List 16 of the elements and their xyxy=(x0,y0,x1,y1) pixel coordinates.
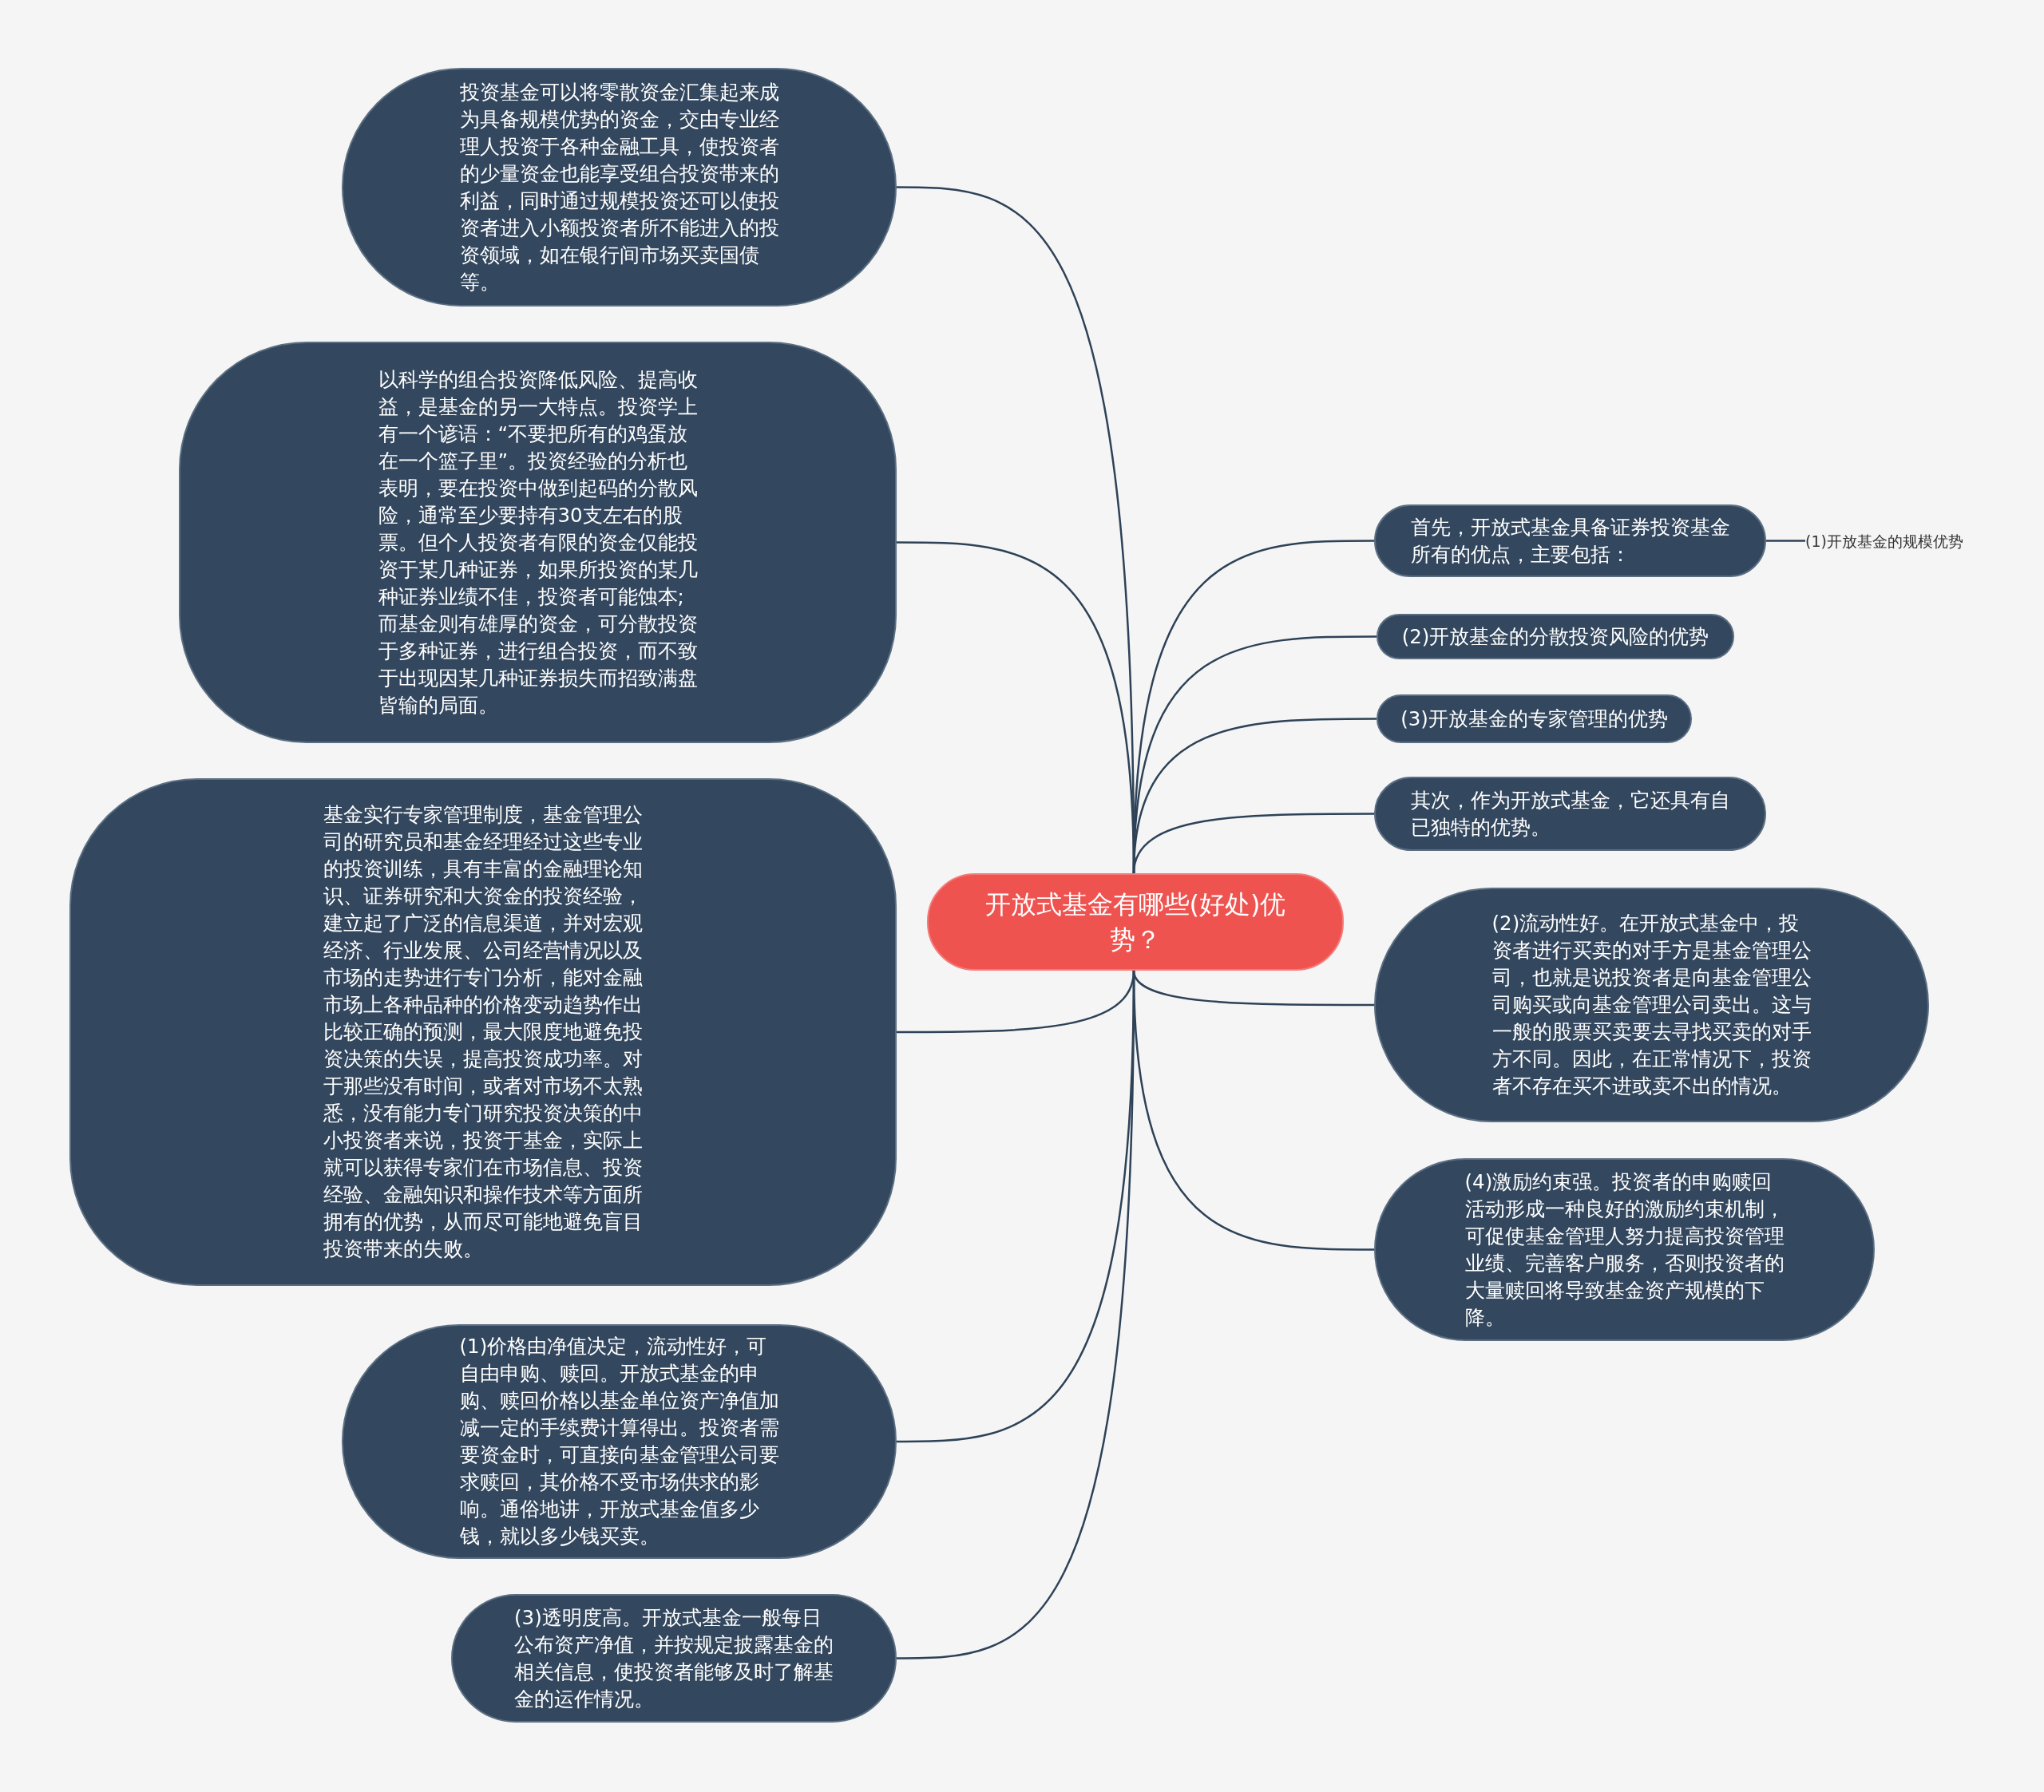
topic-bubble: 投资基金可以将零散资金汇集起来成为具备规模优势的资金，交由专业经理人投资于各种金融工具，使投资者的少量资金也能享受组合投资带来的利益，同时通过规模投资还可以使投资者进入小额投资者所不能进入的投资领域，如在银行间市场买卖国债等。 xyxy=(342,68,897,307)
topic-bubble: 首先，开放式基金具备证券投资基金所有的优点，主要包括： xyxy=(1374,504,1766,577)
topic-bubble: (3)开放基金的专家管理的优势 xyxy=(1377,694,1692,743)
topic-bubble: (1)价格由净值决定，流动性好，可自由申购、赎回。开放式基金的申购、赎回价格以基金单位资产净值加减一定的手续费计算得出。投资者需要资金时，可直接向基金管理公司要求赎回，其价格不受市场供求的影响。通俗地讲，开放式基金值多少钱，就以多少钱买卖。 xyxy=(342,1324,897,1559)
connector-line xyxy=(1766,540,1805,542)
connector-line xyxy=(897,541,1135,874)
topic-bubble: 其次，作为开放式基金，它还具有自已独特的优势。 xyxy=(1374,777,1766,851)
topic-bubble: (4)激励约束强。投资者的申购赎回活动形成一种良好的激励约束机制，可促使基金管理人努力提高投资管理业绩、完善客户服务，否则投资者的大量赎回将导致基金资产规模的下降。 xyxy=(1374,1158,1875,1341)
topic-bubble: (2)流动性好。在开放式基金中，投资者进行买卖的对手方是基金管理公司，也就是说投资者是向基金管理公司购买或向基金管理公司卖出。这与一般的股票买卖要去寻找买卖的对手方不同。因此，在正常情况下，投资者不存在买不进或卖不出的情况。 xyxy=(1374,888,1929,1122)
connector-line xyxy=(897,971,1135,1659)
topic-bubble: 以科学的组合投资降低风险、提高收益，是基金的另一大特点。投资学上有一个谚语：“不要把所有的鸡蛋放在一个篮子里”。投资经验的分析也表明，要在投资中做到起码的分散风险，通常至少要持有30支左右的股票。但个人投资者有限的资金仅能投资于某几种证券，如果所投资的某几种证券业绩不佳，投资者可能蚀本;而基金则有雄厚的资金，可分散投资于多种证券，进行组合投资，而不致于出现因某几种证券损失而招致满盘皆输的局面。 xyxy=(179,342,897,743)
topic-bubble: 基金实行专家管理制度，基金管理公司的研究员和基金经理经过这些专业的投资训练，具有丰富的金融理论知识、证券研究和大资金的投资经验，建立起了广泛的信息渠道，并对宏观经济、行业发展、公司经营情况以及市场的走势进行专门分析，能对金融市场上各种品种的价格变动趋势作出比较正确的预测，最大限度地避免投资决策的失误，提高投资成功率。对于那些没有时间，或者对市场不太熟悉，没有能力专门研究投资决策的中小投资者来说，投资于基金，实际上就可以获得专家们在市场信息、投资经验、金融知识和操作技术等方面所拥有的优势，从而尽可能地避免盲目投资带来的失败。 xyxy=(69,778,897,1286)
topic-label: (1)开放基金的规模优势 xyxy=(1805,527,1981,556)
topic-bubble: (3)透明度高。开放式基金一般每日公布资产净值，并按规定披露基金的相关信息，使投资者能够及时了解基金的运作情况。 xyxy=(451,1594,897,1723)
central-topic-box: 开放式基金有哪些(好处)优势？ xyxy=(927,873,1344,971)
topic-bubble: (2)开放基金的分散投资风险的优势 xyxy=(1377,614,1734,659)
